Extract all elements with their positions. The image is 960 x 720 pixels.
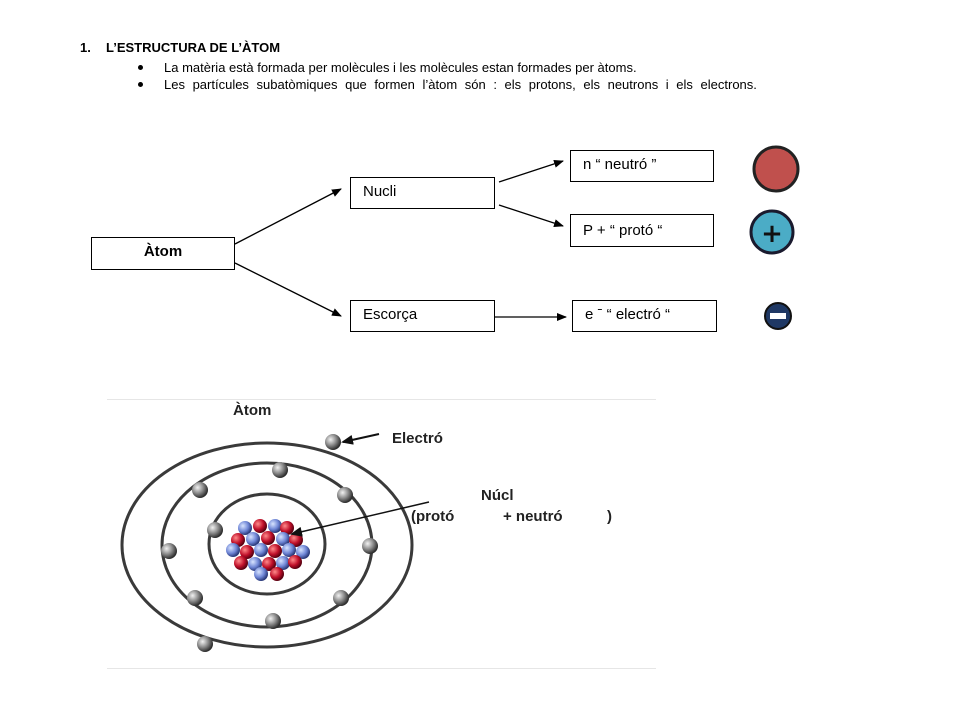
bullet-item: Les partícules subatòmiques que formen l… <box>136 76 881 93</box>
proton-ball <box>253 519 267 533</box>
bullet-dot-icon <box>138 82 143 87</box>
bullet-dot-icon <box>138 65 143 70</box>
electron-ball <box>197 636 213 652</box>
electron-ball <box>272 462 288 478</box>
neutron-ball <box>282 543 296 557</box>
neutron-symbol-icon <box>752 145 800 193</box>
orbit-inner <box>207 492 327 596</box>
proton-ball <box>268 544 282 558</box>
nucleus-label: Núcl <box>481 487 514 504</box>
electron-ball <box>207 522 223 538</box>
neutron-ball <box>276 556 290 570</box>
electron-ball <box>325 434 341 450</box>
minus-icon <box>770 313 786 319</box>
nucleus-box: Nucli <box>350 177 495 209</box>
neutron-ball <box>296 545 310 559</box>
atom-illustration: Àtom Electró Núcl (protó + neutró ) <box>107 399 656 669</box>
neutron-label: + neutró <box>503 508 563 525</box>
electron-ball <box>337 487 353 503</box>
proton-label: (protó <box>411 508 455 525</box>
neutron-ball <box>238 521 252 535</box>
proton-ball <box>288 555 302 569</box>
proton-ball <box>234 556 248 570</box>
arrow-atom-nucli <box>234 188 342 245</box>
nucleus-cluster <box>226 519 310 581</box>
neutron-ball <box>254 567 268 581</box>
neutron-ball <box>254 543 268 557</box>
close-paren-label: ) <box>607 508 612 525</box>
orbit-outer <box>120 441 414 649</box>
proton-box: P + “ protó “ <box>570 214 714 247</box>
plus-icon: + <box>761 219 783 249</box>
electron-ball <box>265 613 281 629</box>
section-heading: 1. L’ESTRUCTURA DE L’ÀTOM <box>80 40 280 55</box>
bullet-list: La matèria està formada per molècules i … <box>136 59 881 93</box>
electron-ball <box>187 590 203 606</box>
proton-ball <box>261 531 275 545</box>
electron-label: Electró <box>392 430 443 447</box>
bullet-text: La matèria està formada per molècules i … <box>164 60 637 75</box>
electron-box: e ˉ “ electró “ <box>572 300 717 332</box>
proton-ball <box>270 567 284 581</box>
section-number: 1. <box>80 40 91 55</box>
bullet-item: La matèria està formada per molècules i … <box>136 59 881 76</box>
section-title: L’ESTRUCTURA DE L’ÀTOM <box>106 40 281 55</box>
proton-ball <box>262 557 276 571</box>
proton-ball <box>240 545 254 559</box>
proton-symbol-icon <box>749 209 795 255</box>
arrow-nucli-neutron <box>498 160 564 183</box>
neutron-ball <box>226 543 240 557</box>
illustration-title: Àtom <box>233 402 272 419</box>
electron-ball <box>161 543 177 559</box>
bohr-model <box>120 433 430 652</box>
electron-ball <box>362 538 378 554</box>
nucleus-pointer-arrow <box>290 501 430 537</box>
shell-box: Escorça <box>350 300 495 332</box>
arrow-atom-escorca <box>234 262 342 317</box>
electron-ball <box>192 482 208 498</box>
neutron-ball <box>276 532 290 546</box>
atom-box: Àtom <box>91 237 235 270</box>
arrow-nucli-proton <box>498 204 564 227</box>
neutron-box: n “ neutró ” <box>570 150 714 182</box>
neutron-ball <box>268 519 282 533</box>
electron-ball <box>333 590 349 606</box>
electron-pointer-arrow <box>341 433 380 445</box>
neutron-ball <box>246 532 260 546</box>
bullet-text: Les partícules subatòmiques que formen l… <box>164 77 757 92</box>
